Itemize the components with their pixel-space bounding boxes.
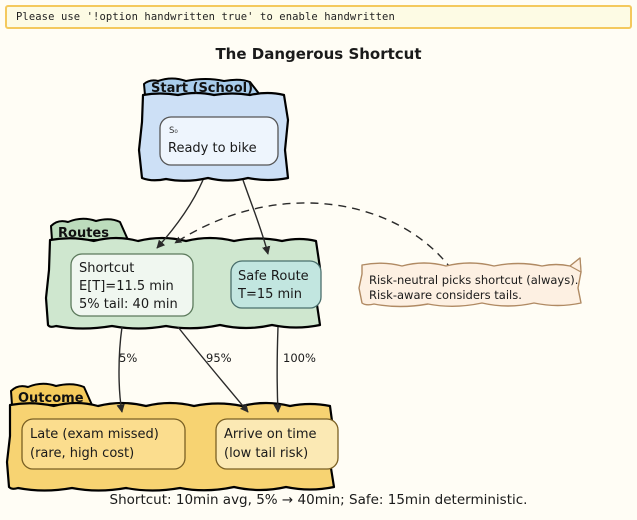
- node-safe-route-line-2: T=15 min: [237, 287, 302, 302]
- group-outcome-header-tab: [10, 382, 93, 406]
- node-s0[interactable]: S₀ Ready to bike: [159, 116, 279, 166]
- node-shortcut-line-1: Shortcut: [79, 261, 134, 276]
- node-late[interactable]: Late (exam missed) (rare, high cost): [21, 418, 186, 470]
- note-shape: [358, 257, 582, 308]
- group-start-school[interactable]: Start (School) S₀ Ready to bike: [137, 77, 290, 182]
- node-late-line-2: (rare, high cost): [30, 446, 134, 461]
- diagram-caption: Shortcut: 10min avg, 5% → 40min; Safe: 1…: [109, 492, 528, 508]
- node-late-shape: [21, 418, 186, 470]
- node-on-time[interactable]: Arrive on time (low tail risk): [215, 418, 339, 470]
- page-title: The Dangerous Shortcut: [215, 45, 422, 63]
- node-s0-shape: [159, 116, 279, 166]
- node-shortcut-line-2: E[T]=11.5 min: [79, 279, 174, 294]
- group-outcome[interactable]: Outcome Late (exam missed) (rare, high c…: [5, 382, 339, 492]
- node-s0-sublabel: S₀: [169, 126, 178, 136]
- edge-shortcut-to-on-time: [177, 326, 249, 413]
- edge-s0-to-shortcut: [156, 179, 204, 249]
- node-late-line-1: Late (exam missed): [30, 427, 159, 442]
- node-shortcut-shape: [70, 253, 194, 317]
- node-on-time-line-1: Arrive on time: [224, 427, 317, 442]
- node-shortcut-line-3: 5% tail: 40 min: [79, 297, 178, 312]
- note-risk-preferences[interactable]: Risk-neutral picks shortcut (always). Ri…: [358, 257, 582, 308]
- node-on-time-shape: [215, 418, 339, 470]
- node-on-time-line-2: (low tail risk): [224, 446, 308, 461]
- group-outcome-title: Outcome: [18, 391, 84, 406]
- note-line-1: Risk-neutral picks shortcut (always).: [369, 273, 578, 287]
- edge-s0-to-safe-route: [242, 179, 271, 255]
- node-s0-label: Ready to bike: [168, 141, 257, 156]
- edge-safe-route-to-on-time: [273, 326, 282, 413]
- node-shortcut[interactable]: Shortcut E[T]=11.5 min 5% tail: 40 min: [70, 253, 194, 317]
- node-safe-route-shape: [230, 260, 322, 309]
- warning-banner-text: Please use '!option handwritten true' to…: [16, 11, 395, 23]
- group-routes-header-tab: [50, 217, 129, 241]
- edge-shortcut-to-late: [116, 326, 125, 413]
- edge-label-safe-route-to-on-time: 100%: [283, 351, 316, 365]
- note-line-2: Risk-aware considers tails.: [369, 288, 522, 302]
- edge-note-to-shortcut-dashed: [174, 202, 453, 271]
- edge-label-shortcut-to-on-time: 95%: [206, 351, 232, 365]
- group-routes-title: Routes: [58, 226, 109, 241]
- group-start-title: Start (School): [151, 81, 253, 96]
- node-safe-route[interactable]: Safe Route T=15 min: [230, 260, 322, 309]
- group-routes[interactable]: Routes Shortcut E[T]=11.5 min 5% tail: 4…: [44, 217, 322, 330]
- group-start-header-tab: [143, 77, 261, 96]
- edge-label-shortcut-to-late: 5%: [119, 351, 137, 365]
- node-safe-route-line-1: Safe Route: [238, 269, 309, 284]
- note-folded-corner-icon: [569, 257, 582, 273]
- handwritten-option-warning-banner: Please use '!option handwritten true' to…: [5, 5, 632, 29]
